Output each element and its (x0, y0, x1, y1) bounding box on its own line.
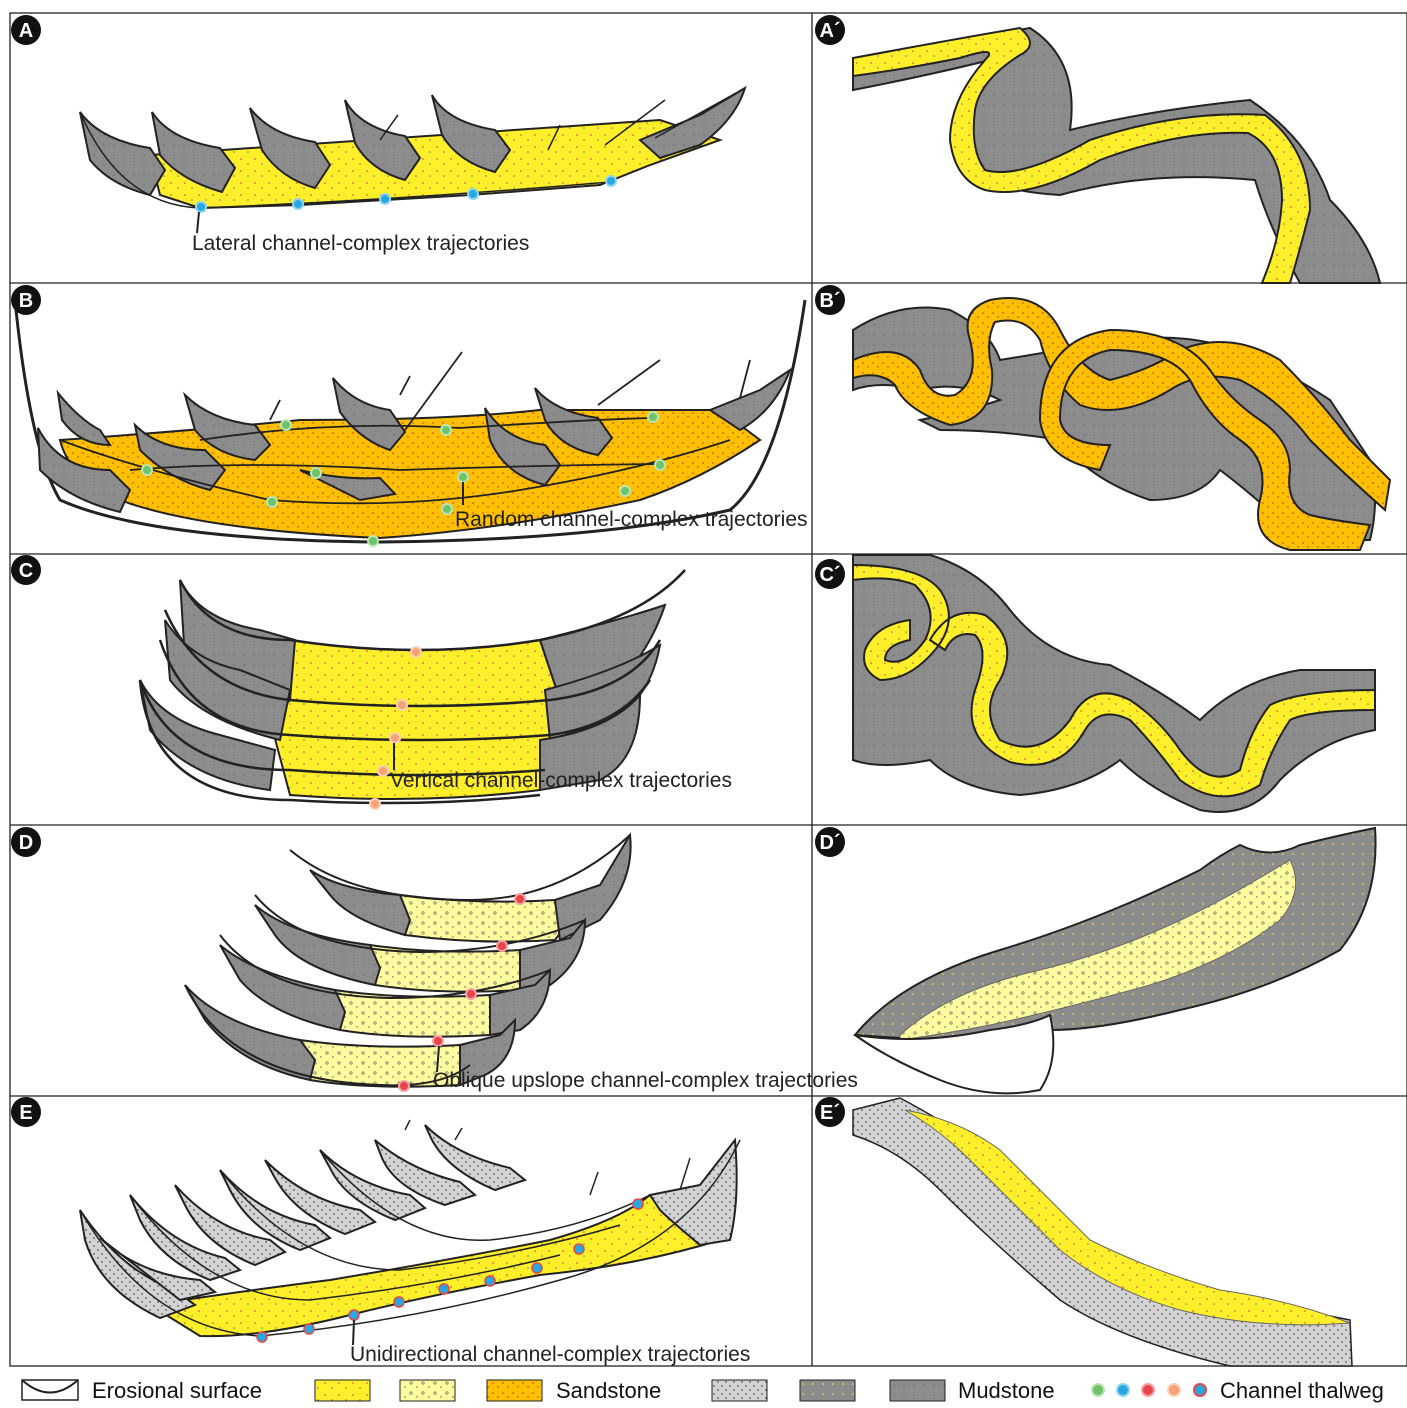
svg-text:D´: D´ (819, 832, 840, 854)
panel-a: Lateral channel-complex trajectories A (11, 15, 745, 255)
panel-label-d-map: D´ (815, 827, 845, 857)
panel-a-map: A´ (815, 15, 1380, 283)
panel-b: Random channel-complex trajectories B (11, 285, 808, 546)
panel-c: Vertical channel-complex trajectories C (11, 555, 732, 809)
panel-label-b-map: B´ (815, 285, 845, 315)
legend-dark-gray-swatch (890, 1380, 945, 1401)
panel-label-e: E (11, 1097, 41, 1127)
svg-text:A: A (19, 20, 33, 42)
panel-d: Oblique upslope channel-complex trajecto… (11, 827, 858, 1092)
legend-thalweg-markers (1092, 1384, 1206, 1396)
panel-c-map: C´ (815, 555, 1375, 812)
svg-text:E´: E´ (820, 1102, 840, 1124)
panel-label-a-map: A´ (815, 15, 845, 45)
svg-text:E: E (19, 1102, 32, 1124)
panel-label-b: B (11, 285, 41, 315)
svg-text:B´: B´ (819, 290, 840, 312)
legend-mudstone-label: Mudstone (958, 1378, 1055, 1403)
legend-erosional-label: Erosional surface (92, 1378, 262, 1403)
panel-b-map: B´ (815, 285, 1390, 550)
svg-text:C´: C´ (819, 564, 840, 586)
panel-label-a: A (11, 15, 41, 45)
caption-a: Lateral channel-complex trajectories (192, 232, 529, 255)
caption-d: Oblique upslope channel-complex trajecto… (433, 1069, 858, 1092)
svg-text:C: C (19, 560, 33, 582)
caption-b: Random channel-complex trajectories (455, 508, 808, 531)
panel-d-map: D´ (815, 827, 1376, 1093)
panel-e-map: E´ (815, 1097, 1352, 1366)
caption-c: Vertical channel-complex trajectories (390, 769, 732, 792)
svg-text:B: B (19, 290, 33, 312)
legend-pale-yellow-swatch (400, 1380, 455, 1401)
svg-text:D: D (19, 832, 33, 854)
legend-yellow-swatch (315, 1380, 370, 1401)
legend-orange-swatch (487, 1380, 542, 1401)
legend: Erosional surface Sandstone Mudstone Cha… (22, 1378, 1384, 1403)
panel-label-c: C (11, 555, 41, 585)
panel-label-e-map: E´ (815, 1097, 845, 1127)
light-body-e-map (853, 1098, 1352, 1366)
legend-dark-gray-yellow-swatch (800, 1380, 855, 1401)
sand-body-e (150, 1195, 730, 1336)
legend-sandstone-label: Sandstone (556, 1378, 661, 1403)
svg-text:A´: A´ (819, 20, 840, 42)
mud-body-d-map (855, 828, 1376, 1040)
panel-label-d: D (11, 827, 41, 857)
legend-thalweg-label: Channel thalweg (1220, 1378, 1384, 1403)
caption-e: Unidirectional channel-complex trajector… (350, 1343, 750, 1366)
legend-erosional-icon (22, 1380, 78, 1400)
legend-light-gray-swatch (712, 1380, 767, 1401)
panel-label-c-map: C´ (815, 559, 845, 589)
panel-e: Unidirectional channel-complex trajector… (11, 1097, 750, 1366)
